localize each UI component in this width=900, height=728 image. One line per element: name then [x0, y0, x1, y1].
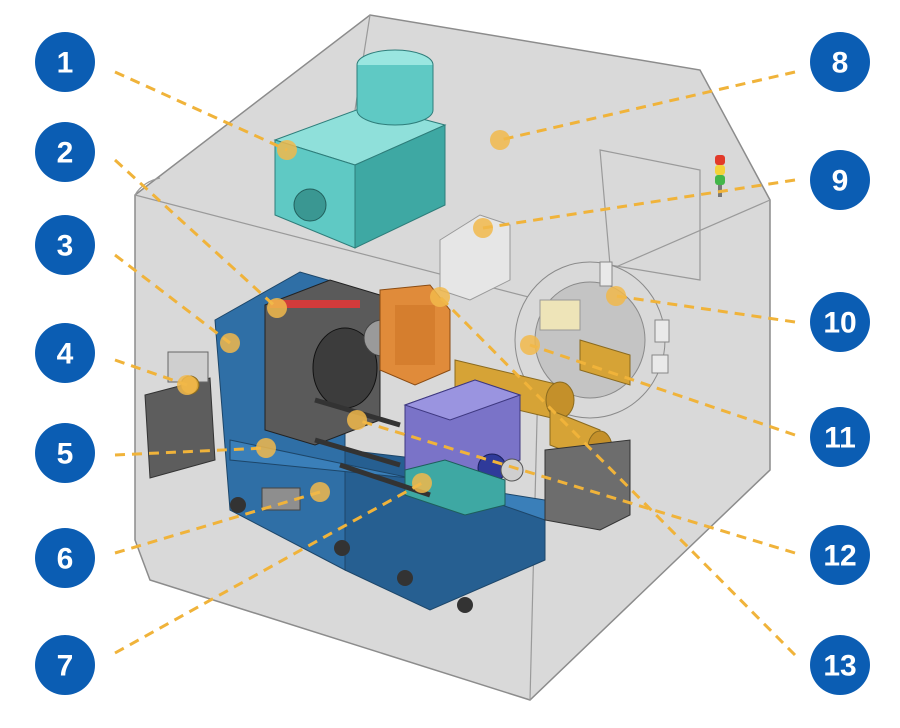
- target-dot-13: [430, 287, 450, 307]
- svg-text:1: 1: [57, 47, 74, 80]
- svg-text:9: 9: [832, 165, 849, 198]
- purple-motor: [403, 379, 524, 489]
- target-dots: [177, 130, 626, 502]
- target-dot-10: [606, 286, 626, 306]
- leader-10: [615, 294, 796, 324]
- callout-badge-10: 10: [810, 292, 870, 352]
- target-dot-5: [256, 438, 276, 458]
- callout-badge-12: 12: [810, 525, 870, 585]
- svg-text:2: 2: [57, 137, 74, 170]
- callout-badge-4: 4: [35, 323, 95, 383]
- callout-badge-8: 8: [810, 32, 870, 92]
- callout-badge-2: 2: [35, 122, 95, 182]
- target-dot-8: [490, 130, 510, 150]
- leader-11: [529, 343, 796, 437]
- target-dot-7: [412, 473, 432, 493]
- leader-4: [114, 358, 188, 387]
- callout-badge-3: 3: [35, 215, 95, 275]
- svg-text:8: 8: [832, 47, 849, 80]
- gray-cabinet: [544, 439, 631, 531]
- callout-badge-9: 9: [810, 150, 870, 210]
- svg-text:3: 3: [57, 230, 74, 263]
- svg-text:10: 10: [823, 307, 856, 340]
- svg-text:12: 12: [823, 540, 856, 573]
- callout-badge-7: 7: [35, 635, 95, 695]
- target-dot-11: [520, 335, 540, 355]
- target-dot-3: [220, 333, 240, 353]
- target-dot-6: [310, 482, 330, 502]
- leader-1: [114, 70, 288, 152]
- leader-5: [114, 446, 267, 457]
- svg-text:13: 13: [823, 650, 856, 683]
- leader-7: [114, 481, 423, 655]
- callout-badge-5: 5: [35, 423, 95, 483]
- svg-text:6: 6: [57, 543, 74, 576]
- target-dot-4: [177, 375, 197, 395]
- target-dot-2: [267, 298, 287, 318]
- target-dot-1: [277, 140, 297, 160]
- leader-6: [114, 490, 321, 555]
- leader-lines: [113, 70, 797, 657]
- spindle-housing: [379, 284, 451, 386]
- svg-text:5: 5: [57, 438, 74, 471]
- callout-badge-13: 13: [810, 635, 870, 695]
- leader-12: [356, 418, 796, 555]
- target-dot-9: [473, 218, 493, 238]
- badges: 1 2 3 4 5 6 7 8: [35, 32, 870, 695]
- leader-9: [482, 178, 796, 230]
- callout-badge-6: 6: [35, 528, 95, 588]
- teal-slide: [404, 459, 506, 516]
- callout-badge-11: 11: [810, 407, 870, 467]
- leader-3: [114, 253, 231, 345]
- leader-2: [113, 158, 279, 310]
- target-dot-12: [347, 410, 367, 430]
- svg-text:7: 7: [57, 650, 74, 683]
- hopper: [273, 49, 447, 249]
- svg-text:11: 11: [824, 422, 856, 455]
- callout-badge-1: 1: [35, 32, 95, 92]
- svg-text:4: 4: [57, 338, 74, 371]
